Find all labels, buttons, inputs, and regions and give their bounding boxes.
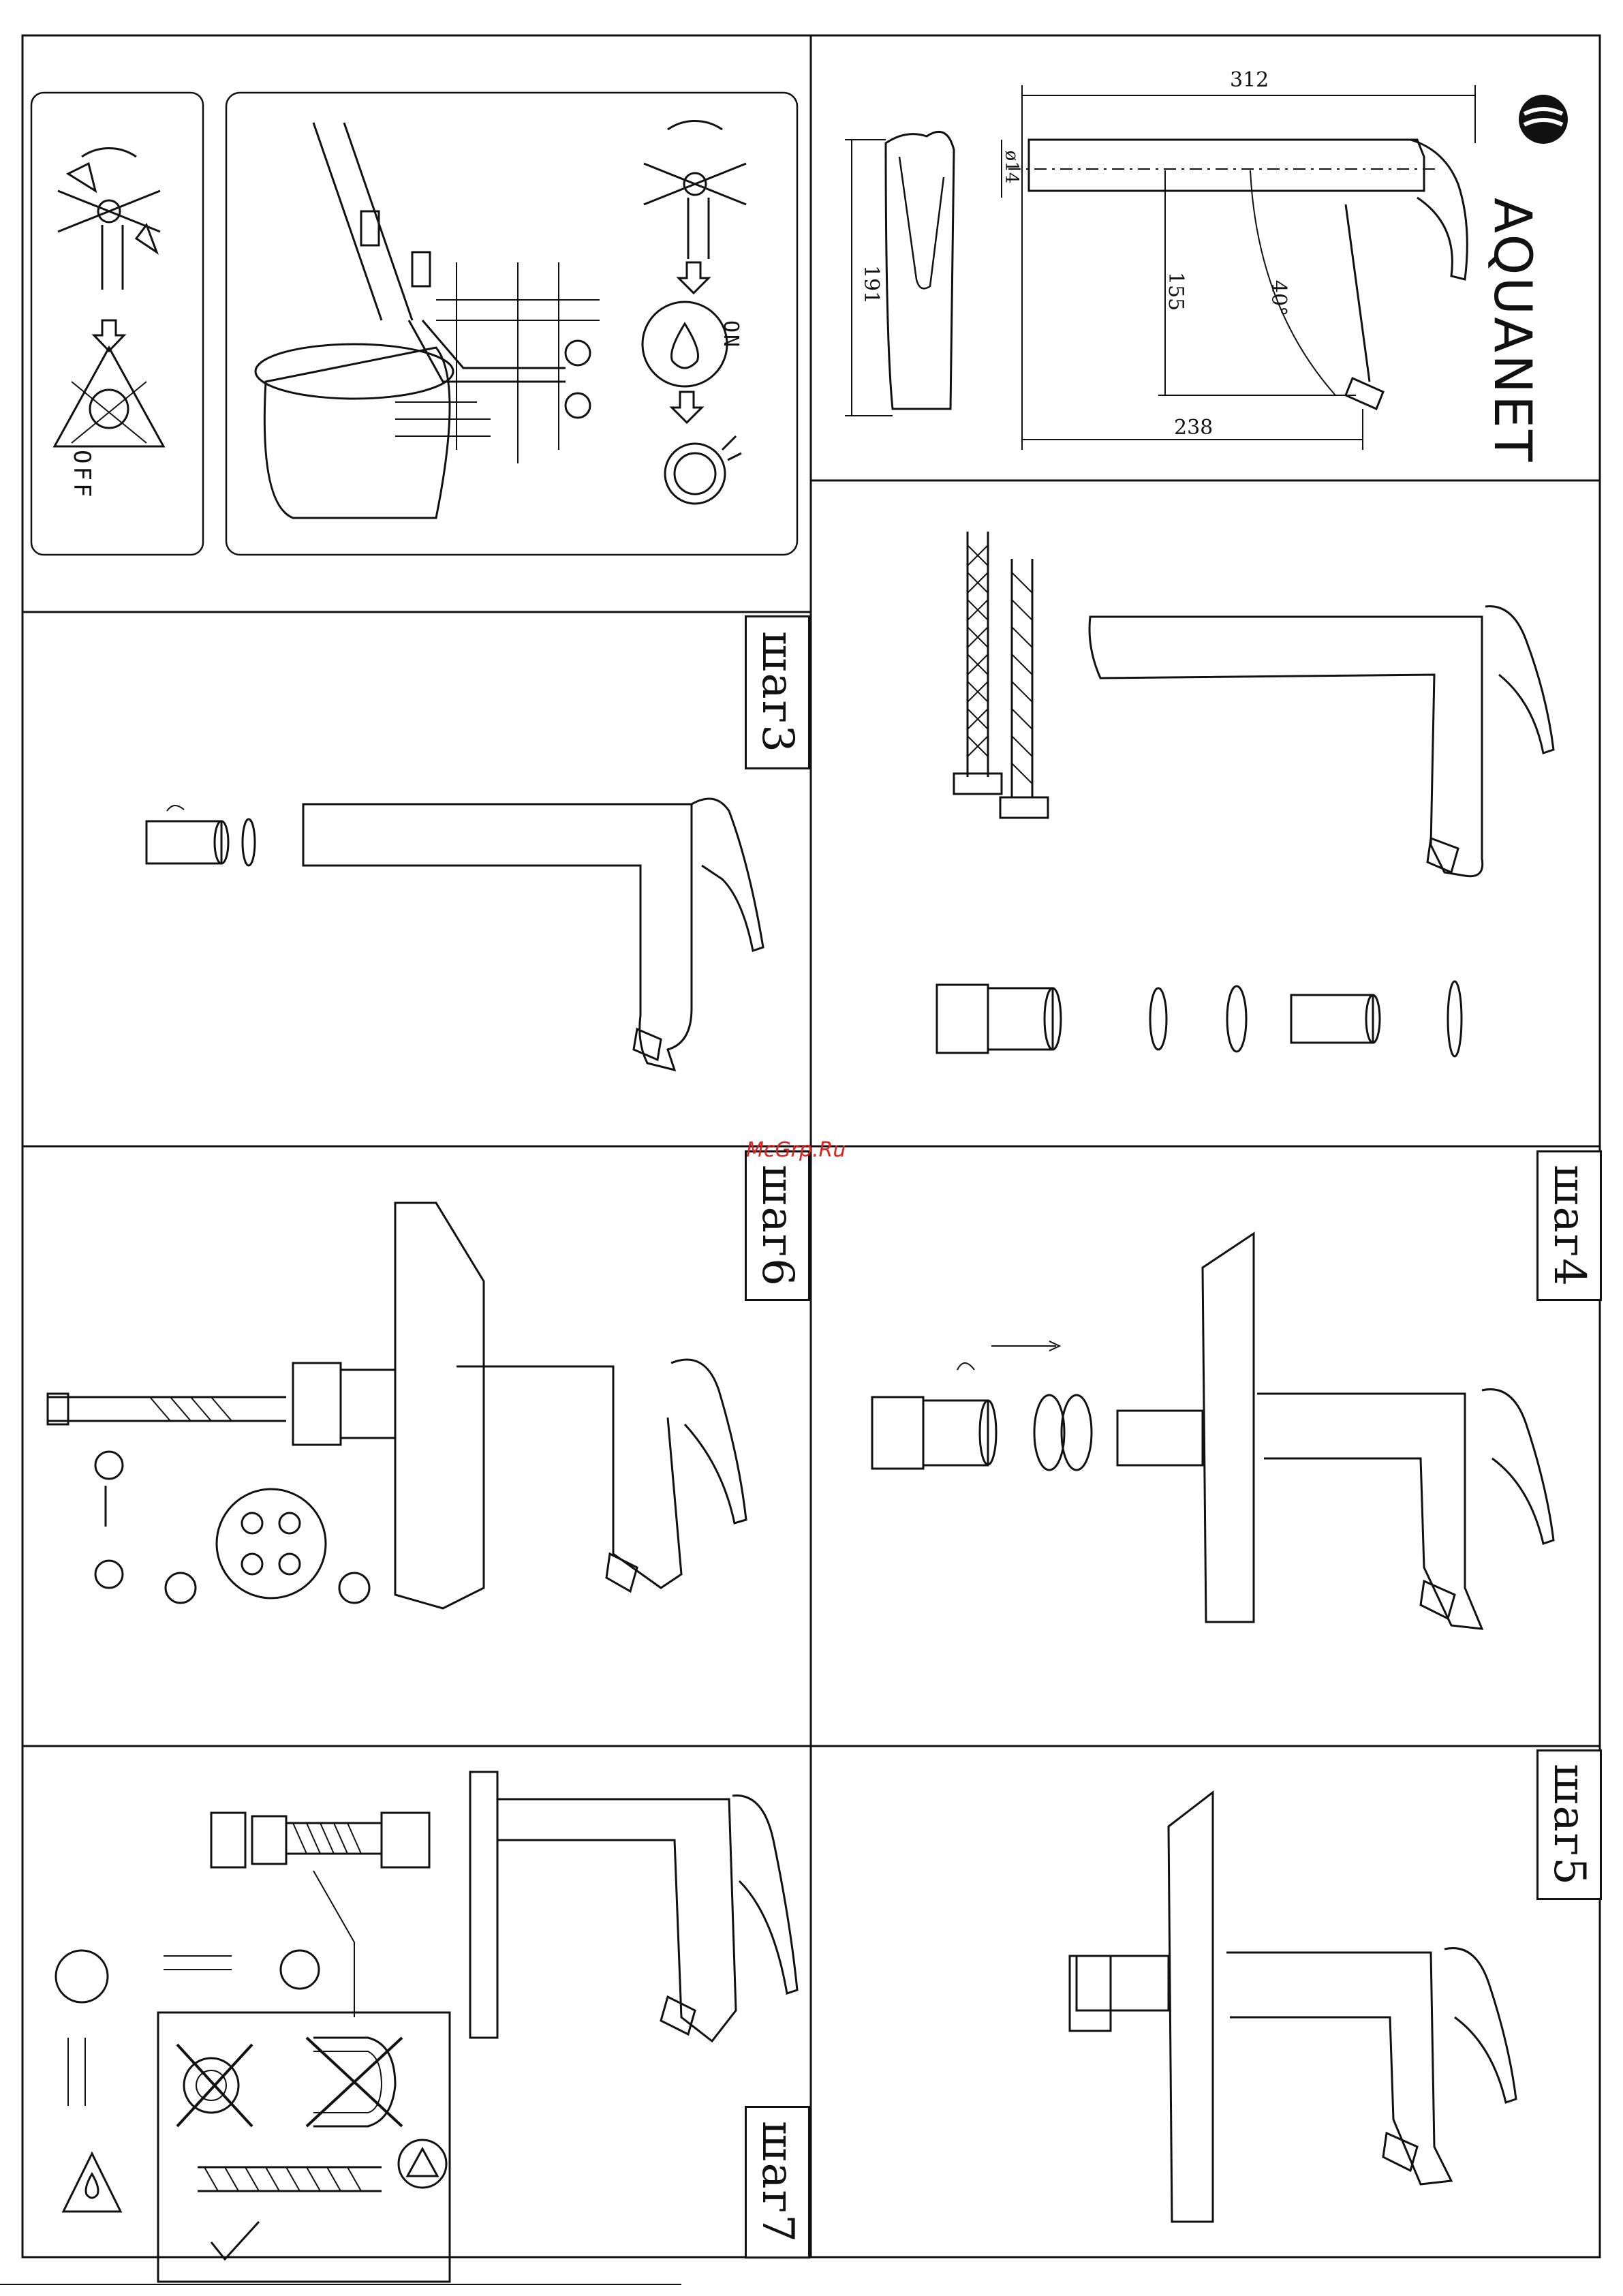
usage-panel <box>31 93 797 555</box>
dim-angle: 40° <box>1267 280 1290 316</box>
wrench-icon <box>281 1950 319 1989</box>
step4-label-text: шаг4 <box>1544 1165 1594 1287</box>
hot-water-icon <box>339 1573 369 1603</box>
dim-spout-length: 238 <box>1174 416 1213 440</box>
sink-illustration <box>256 123 600 518</box>
dim-pipe-diameter: ø14 <box>1001 151 1021 184</box>
brand-name: AQUANET <box>1483 198 1543 463</box>
dim-depth: 155 <box>1164 272 1188 311</box>
step4-drawing <box>872 1234 1554 1629</box>
cold-water-icon <box>166 1573 196 1603</box>
off-label: OFF <box>68 450 95 500</box>
wrench-icon <box>56 1950 108 2002</box>
step3-drawing <box>146 799 763 1070</box>
watermark: McGrp.Ru <box>746 1138 846 1162</box>
on-label: ON <box>719 320 743 349</box>
arrow-down-icon <box>672 392 702 423</box>
step5-drawing <box>1070 1792 1516 2222</box>
step7-label-text: шаг7 <box>752 2121 803 2244</box>
step4-label: шаг4 <box>1536 1150 1602 1301</box>
cold-water-icon <box>566 393 590 418</box>
step3-label: шаг3 <box>745 615 810 769</box>
warning-triangle-icon <box>399 2140 446 2188</box>
arrow-down-icon <box>679 262 709 293</box>
warning-triangle-icon <box>63 2154 121 2211</box>
lever-handle-icon <box>58 148 160 290</box>
warning-triangle-icon <box>55 348 164 446</box>
dimension-drawing <box>845 85 1475 450</box>
step7-drawing <box>56 1772 797 2282</box>
step6-label-text: шаг6 <box>752 1165 803 1287</box>
dim-total-length: 312 <box>1230 68 1269 92</box>
parts-drawing <box>937 532 1554 1056</box>
brand-block: AQUANET <box>1506 95 1581 409</box>
step5-label: шаг5 <box>1536 1749 1602 1900</box>
step5-label-text: шаг5 <box>1544 1764 1594 1886</box>
lever-handle-icon <box>644 121 746 259</box>
step6-label: шаг6 <box>745 1150 810 1301</box>
step6-drawing <box>48 1203 746 1608</box>
cold-water-icon <box>95 1452 123 1479</box>
dim-height: 191 <box>859 265 883 304</box>
step7-label: шаг7 <box>745 2106 810 2259</box>
step3-label-text: шаг3 <box>752 631 803 754</box>
water-drop-icon <box>643 302 727 386</box>
hot-water-icon <box>566 341 590 365</box>
timer-icon <box>665 436 741 504</box>
wrench-icon <box>95 1561 123 1588</box>
